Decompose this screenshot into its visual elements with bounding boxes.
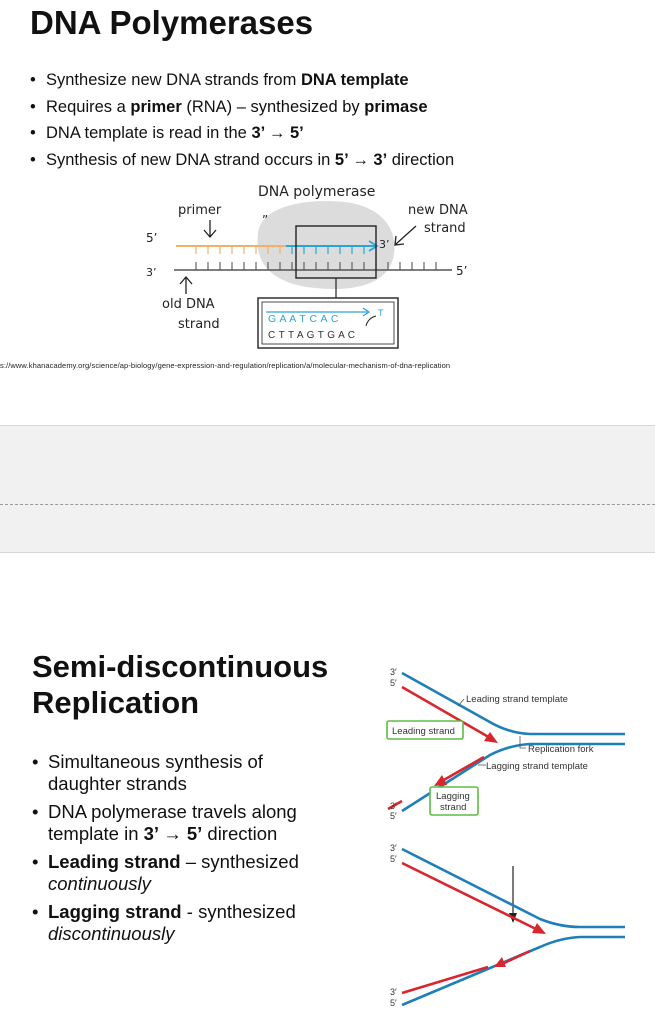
new-strand-label: strand xyxy=(424,221,466,236)
bullet-dot-icon: • xyxy=(30,124,36,142)
zoom-arrowhead xyxy=(362,307,371,317)
bullet-item: • Simultaneous synthesis of daughter str… xyxy=(32,751,332,795)
old-strand-pointer-arrow-icon xyxy=(179,276,193,294)
bullet-dot-icon: • xyxy=(32,801,39,822)
bullet-emphasis: Leading strand xyxy=(48,851,181,872)
bullet-emphasis: DNA template xyxy=(300,71,409,89)
leading-strand-template xyxy=(401,847,625,929)
zoom-top-sequence: G A A T C A C xyxy=(268,313,339,325)
new-strand-label: new DNA xyxy=(408,203,468,218)
bullet-text: direction xyxy=(202,823,278,844)
bullet-dot-icon: • xyxy=(32,751,39,772)
old-strand-label: strand xyxy=(178,317,220,332)
leading-strand-template xyxy=(401,671,625,736)
bullet-emphasis: Lagging strand xyxy=(48,901,182,922)
bullet-emphasis: primase xyxy=(364,97,428,116)
enzyme-label: DNA polymerase xyxy=(258,184,375,200)
lagging-strand-template xyxy=(401,935,625,1007)
lagging-fragment-arrowhead xyxy=(434,775,447,786)
lagging-strand-template-label: Lagging strand template xyxy=(486,761,588,772)
bullet-italic: discontinuously xyxy=(48,923,175,944)
leading-strand xyxy=(401,685,493,741)
bullet-item: • Leading strand – synthesized continuou… xyxy=(32,851,332,895)
bullet-text: Synthesis of new DNA strand occurs in xyxy=(46,150,335,169)
five-prime-right-end-label: 5’ xyxy=(456,264,467,278)
five-prime-end-label: 5′ xyxy=(390,854,397,864)
bullet-text: Requires a xyxy=(46,97,131,116)
lagging-fragment xyxy=(401,965,489,995)
bullet-emphasis: primer xyxy=(130,97,182,116)
bullet-text: - synthesized xyxy=(181,901,296,922)
leading-strand-template-label: Leading strand template xyxy=(466,694,568,705)
new-strand-arrowhead xyxy=(368,240,379,252)
bullet-text: – synthesized xyxy=(180,851,299,872)
lagging-strand-label: Lagging xyxy=(436,791,470,802)
slide-semi-discontinuous-replication: Semi-discontinuous Replication • Simulta… xyxy=(0,553,655,1011)
bullet-dot-icon: • xyxy=(30,71,36,89)
bullet-text: DNA polymerase travels along template in xyxy=(48,801,297,844)
zoom-bottom-sequence: C T T A G T G A C xyxy=(268,330,355,341)
bullet-item: • Requires a primer (RNA) – synthesized … xyxy=(30,94,454,121)
bullet-text: direction xyxy=(387,150,455,169)
three-prime-end-label: 3′ xyxy=(390,987,397,997)
five-prime-end-label: 5′ xyxy=(390,811,397,821)
old-strand-label: old DNA xyxy=(162,297,215,312)
lagging-strand-label-box xyxy=(429,786,479,816)
bullet-text: Synthesize new DNA strands from xyxy=(46,71,301,89)
leading-strand-label-box xyxy=(386,720,464,740)
incoming-base-arrow-icon xyxy=(365,315,377,327)
lagging-fragment xyxy=(501,949,531,966)
three-prime-end-label: 3′ xyxy=(390,843,397,853)
bullet-dot-icon: • xyxy=(32,901,39,922)
leading-strand-arrowhead xyxy=(484,732,498,743)
bullet-dot-icon: • xyxy=(30,97,36,116)
five-prime-end-label: 5’ xyxy=(146,231,157,245)
bullet-italic: continuously xyxy=(48,873,151,894)
bullet-emphasis: 3’ → 5’ xyxy=(251,124,304,142)
bullet-text: DNA template is read in the xyxy=(46,124,252,142)
bullet-text: (RNA) – synthesized by xyxy=(181,97,365,116)
source-url: s://www.khanacademy.org/science/ap-biolo… xyxy=(0,361,451,370)
bullet-list: • Simultaneous synthesis of daughter str… xyxy=(32,751,332,951)
bullet-dot-icon: • xyxy=(30,150,36,169)
new-strand-pointer-arrow-icon xyxy=(394,225,417,246)
leading-strand xyxy=(401,861,541,933)
lagging-strand-template xyxy=(401,742,625,813)
bullet-dot-icon: • xyxy=(32,851,39,872)
replication-fork-diagram: 3′ 5′ 3′ 5′ 3′ 5′ 3′ 5′ Leading strand t… xyxy=(386,667,625,1008)
bullet-item: • DNA polymerase travels along template … xyxy=(32,801,332,845)
bullet-emphasis: 5’ → 3’ xyxy=(334,150,388,169)
three-prime-end-label: 3’ xyxy=(146,266,157,279)
dna-polymerase-diagram: G A A T C A C T C T T A G T G A C DNA po… xyxy=(146,184,468,349)
bullet-text: Simultaneous synthesis of daughter stran… xyxy=(48,751,263,794)
bullet-item: • Synthesize new DNA strands from DNA te… xyxy=(30,67,454,94)
lagging-fragment-arrowhead xyxy=(494,957,506,967)
primer-label: primer xyxy=(178,203,222,218)
slide-title: DNA Polymerases xyxy=(30,4,314,41)
bullet-list: • Synthesize new DNA strands from DNA te… xyxy=(30,67,454,173)
replication-fork-label: Replication fork xyxy=(528,744,594,755)
five-prime-end-label: 5′ xyxy=(390,678,397,688)
five-prime-end-label: 5′ xyxy=(390,998,397,1008)
lagging-fragment xyxy=(441,755,485,783)
bullet-item: • DNA template is read in the 3’ → 5’ xyxy=(30,120,454,147)
leading-strand-arrowhead xyxy=(532,923,546,934)
three-prime-end-label: 3′ xyxy=(390,801,397,811)
slide-gap xyxy=(0,425,655,553)
lagging-strand-label: strand xyxy=(440,802,466,813)
lagging-fragment xyxy=(387,799,403,811)
three-prime-new-end-label: 3’ xyxy=(379,238,390,251)
slide-dna-polymerases: DNA Polymerases • Synthesize new DNA str… xyxy=(0,0,655,425)
bullet-emphasis: 3’ → 5’ xyxy=(143,823,203,844)
tick-mark: ” xyxy=(262,213,268,227)
zoomed-sequence-box xyxy=(257,297,399,349)
leading-strand-label: Leading strand xyxy=(392,726,455,737)
three-prime-end-label: 3′ xyxy=(390,667,397,677)
bullet-item: • Synthesis of new DNA strand occurs in … xyxy=(30,147,454,174)
zoom-next-base: T xyxy=(378,308,384,318)
divider xyxy=(0,504,655,505)
bullet-item: • Lagging strand - synthesized discontin… xyxy=(32,901,332,945)
primer-pointer-arrow-icon xyxy=(203,220,217,238)
slide-title: Semi-discontinuous Replication xyxy=(32,649,329,720)
